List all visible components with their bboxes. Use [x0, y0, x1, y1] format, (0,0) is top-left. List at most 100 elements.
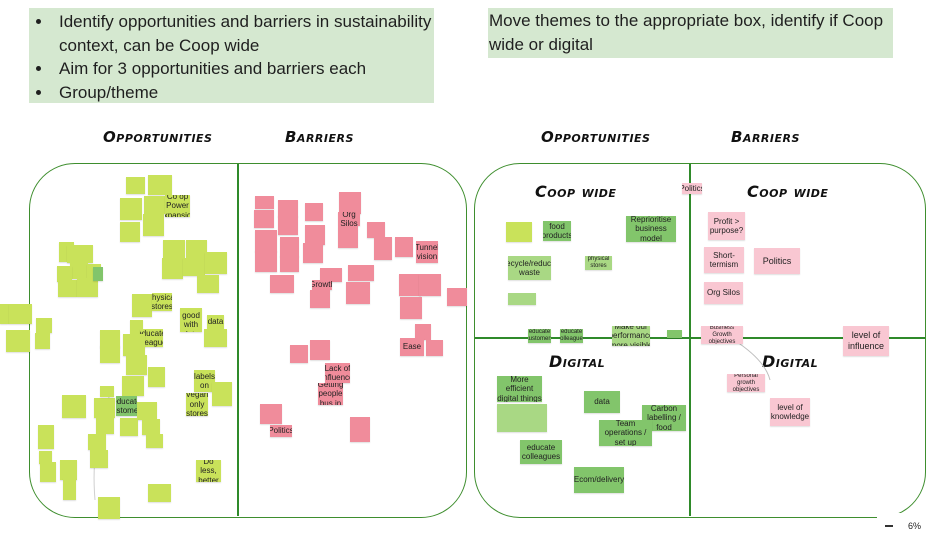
sticky-business-growth[interactable]: Business Growth objectives — [701, 326, 743, 344]
sticky-do-less[interactable]: Do less, better — [196, 460, 221, 482]
sticky-note[interactable] — [122, 376, 144, 396]
sticky-note[interactable] — [96, 418, 114, 434]
sticky-educate-colleagues-digital[interactable]: educate colleagues — [520, 440, 562, 464]
instructions-box[interactable]: Identify opportunities and barriers in s… — [29, 8, 434, 103]
sticky-ease[interactable]: Ease — [400, 338, 424, 356]
sticky-note[interactable] — [183, 258, 205, 276]
sticky-note[interactable] — [62, 395, 86, 418]
sticky-short-termism[interactable]: Short-termism — [704, 247, 744, 273]
sticky-note[interactable] — [120, 418, 138, 436]
sticky-note[interactable] — [100, 386, 114, 397]
sticky-note[interactable] — [419, 274, 441, 296]
sticky-note[interactable] — [93, 267, 103, 281]
sticky-politics-right[interactable]: Politics — [754, 248, 800, 274]
sticky-note[interactable] — [447, 288, 467, 306]
sticky-note[interactable] — [77, 278, 98, 297]
sticky-note[interactable] — [290, 345, 308, 363]
sticky-efficient[interactable]: More efficient digital things — [497, 376, 542, 402]
sticky-note[interactable] — [94, 398, 115, 418]
sticky-co-op-power[interactable]: Co op Power expansion — [165, 195, 190, 217]
sticky-note[interactable] — [338, 226, 358, 248]
sticky-getting-people[interactable]: Getting people bus in — [318, 383, 343, 405]
sticky-note[interactable] — [508, 293, 536, 305]
sticky-educate-colleagues-right[interactable]: educate colleagues — [560, 329, 583, 343]
zoom-out-icon[interactable] — [885, 525, 893, 527]
sticky-note[interactable] — [346, 282, 370, 304]
sticky-note[interactable] — [98, 497, 120, 519]
sticky-politics[interactable]: Politics — [270, 425, 292, 437]
sticky-note[interactable] — [278, 200, 298, 217]
sticky-note[interactable] — [305, 203, 323, 221]
sticky-note[interactable] — [339, 192, 361, 214]
sticky-physical-stores-right[interactable]: physical stores — [585, 256, 612, 270]
sticky-note[interactable] — [148, 367, 165, 387]
sticky-note[interactable] — [143, 214, 164, 236]
sticky-note[interactable] — [278, 215, 298, 235]
sticky-tunnel-vision[interactable]: Tunnel vision — [416, 241, 438, 263]
sticky-profit[interactable]: Profit > purpose? — [708, 212, 745, 240]
sticky-note[interactable] — [320, 268, 342, 282]
sticky-note[interactable] — [204, 329, 227, 347]
sticky-personal-growth[interactable]: Personal growth objectives — [727, 374, 765, 392]
sticky-note[interactable] — [399, 274, 421, 296]
sticky-note[interactable] — [70, 262, 88, 279]
sticky-carbon-labels[interactable]: Carbon labels on food — [194, 370, 215, 392]
sticky-note[interactable] — [120, 198, 142, 220]
sticky-lack-influence[interactable]: Lack of influence — [325, 363, 350, 383]
right-board-frame[interactable] — [474, 163, 926, 518]
sticky-note[interactable] — [367, 222, 385, 238]
sticky-note[interactable] — [205, 252, 227, 274]
sticky-note[interactable] — [63, 478, 76, 500]
sticky-note[interactable] — [6, 330, 30, 352]
sticky-note[interactable] — [67, 245, 93, 263]
sticky-note[interactable] — [130, 320, 143, 337]
sticky-org-silos-right[interactable]: Org Silos — [704, 282, 743, 304]
sticky-note[interactable] — [126, 177, 145, 194]
sticky-note[interactable] — [163, 240, 185, 258]
sticky-note[interactable] — [146, 434, 163, 448]
sticky-note[interactable] — [60, 460, 77, 480]
sticky-performance[interactable]: Make our performance more visible — [612, 326, 650, 346]
sticky-note[interactable] — [270, 275, 294, 293]
sticky-note[interactable] — [426, 340, 443, 356]
sticky-physical-stores[interactable]: physical stores — [152, 293, 172, 311]
sticky-note[interactable] — [148, 175, 172, 195]
sticky-ecom[interactable]: Ecom/delivery — [574, 467, 624, 493]
sticky-note[interactable] — [280, 237, 299, 257]
sticky-note[interactable] — [100, 345, 120, 363]
sticky-educate-customers-right[interactable]: educate customers — [528, 329, 551, 343]
sticky-level-knowledge[interactable]: level of knowledge — [770, 398, 810, 426]
sticky-note[interactable] — [255, 196, 274, 209]
sticky-food-products[interactable]: food products — [543, 221, 571, 241]
sticky-note[interactable] — [350, 417, 370, 442]
sticky-note[interactable] — [126, 355, 147, 375]
sticky-note[interactable] — [280, 255, 299, 272]
sticky-note[interactable] — [395, 237, 413, 257]
sticky-note[interactable] — [255, 230, 277, 252]
sticky-note[interactable] — [162, 258, 183, 279]
sticky-note[interactable] — [123, 334, 145, 356]
sticky-note[interactable] — [57, 266, 72, 282]
sticky-note[interactable] — [310, 340, 330, 360]
sticky-note[interactable] — [38, 425, 54, 449]
sticky-note[interactable] — [255, 250, 277, 272]
sticky-note[interactable] — [132, 294, 152, 317]
sticky-educate-colleagues[interactable]: educate colleagues — [140, 329, 163, 347]
sticky-note[interactable] — [0, 304, 8, 324]
sticky-note[interactable] — [39, 451, 52, 464]
sticky-note[interactable] — [260, 404, 282, 424]
sticky-growth[interactable]: Growth — [312, 280, 332, 290]
sticky-note[interactable] — [120, 222, 140, 242]
task-note-box[interactable]: Move themes to the appropriate box, iden… — [488, 8, 893, 58]
sticky-note[interactable] — [197, 275, 219, 293]
sticky-vegan-stores[interactable]: Vegan only stores — [186, 393, 208, 416]
sticky-note[interactable] — [348, 265, 374, 281]
sticky-note[interactable] — [497, 404, 547, 432]
sticky-note[interactable] — [148, 484, 171, 502]
sticky-note[interactable] — [186, 240, 207, 258]
sticky-politics-top[interactable]: Politics — [682, 183, 702, 194]
sticky-note[interactable] — [88, 434, 106, 450]
sticky-note[interactable] — [100, 330, 120, 348]
sticky-note[interactable] — [310, 290, 330, 308]
sticky-org-silos[interactable]: Org Silos — [338, 212, 360, 226]
